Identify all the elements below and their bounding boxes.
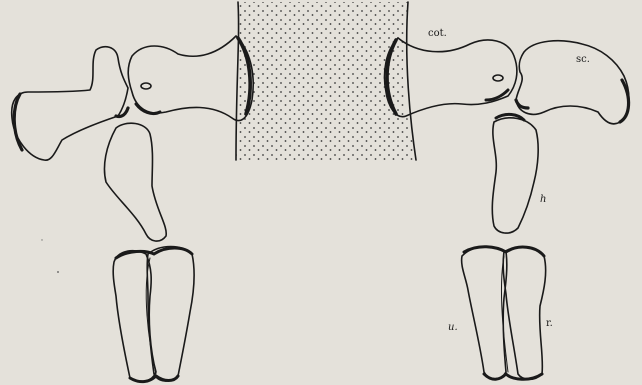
stray-speck	[57, 271, 59, 273]
right-scapula	[516, 41, 629, 124]
right-ulna	[462, 246, 507, 378]
left-coracoid	[128, 36, 253, 121]
right-radius	[503, 247, 545, 379]
label-u: u.	[448, 322, 458, 333]
label-cot: cot.	[428, 28, 447, 39]
stippled-center-region	[236, 2, 416, 160]
left-ulna	[113, 251, 156, 382]
left-humerus	[104, 123, 166, 241]
right-forearm-bottom-edge	[484, 374, 542, 379]
right-coracoid-foramen	[493, 75, 503, 81]
stray-speck	[41, 239, 42, 240]
label-r: r.	[546, 318, 553, 329]
label-sc: sc.	[576, 54, 590, 65]
right-humerus	[492, 118, 538, 233]
right-coracoid-lower-edge	[486, 90, 508, 100]
left-scapula	[12, 47, 128, 160]
left-coracoid-foramen	[141, 83, 151, 89]
label-h: h	[540, 194, 546, 205]
left-forearm-bottom-edge	[130, 376, 178, 382]
